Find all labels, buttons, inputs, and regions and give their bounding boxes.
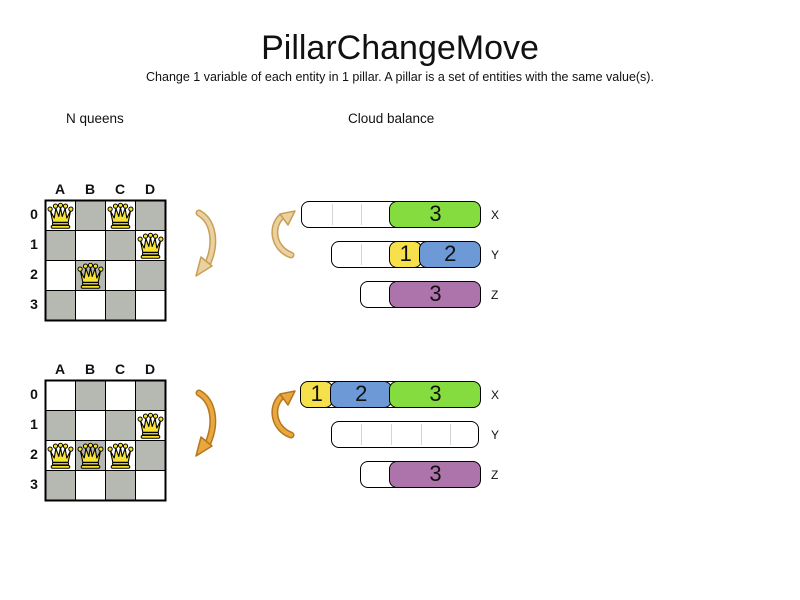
- computer-bar: [330, 421, 479, 448]
- queen-icon: [107, 202, 134, 229]
- row-label: 1: [30, 416, 38, 432]
- computer-label: X: [491, 208, 500, 222]
- slot-divider: [390, 424, 392, 445]
- queen-icon: [47, 442, 74, 469]
- slot-divider: [420, 424, 422, 445]
- computer-bar: 3: [360, 460, 482, 488]
- chessboard-grid: [44, 379, 167, 502]
- process-block: 3: [389, 280, 482, 308]
- process-block: 2: [330, 380, 393, 408]
- nqueens-board-after: A B C D 0 1 2 3: [24, 360, 249, 510]
- queen-icon: [137, 412, 164, 439]
- slot-divider: [450, 424, 452, 445]
- process-block: 3: [389, 460, 482, 488]
- section-label-cloud: Cloud balance: [348, 111, 435, 126]
- process-block: 3: [389, 380, 482, 408]
- computer-bar: 3: [360, 280, 482, 308]
- process-block: 1: [300, 380, 334, 408]
- column-label: B: [84, 361, 96, 377]
- slot-divider: [331, 204, 333, 225]
- process-block: 1: [389, 240, 423, 268]
- row-label: 3: [30, 476, 38, 492]
- row-label: 2: [30, 446, 38, 462]
- move-arrow-icon: [271, 390, 296, 439]
- column-label: C: [114, 361, 126, 377]
- move-arrow-icon: [195, 209, 217, 277]
- chessboard-grid: [44, 199, 167, 322]
- slot-divider: [361, 424, 363, 445]
- column-label: D: [144, 181, 156, 197]
- computer-label: Z: [491, 468, 499, 482]
- computer-label: Y: [491, 248, 500, 262]
- row-label: 2: [30, 266, 38, 282]
- computer-label: Z: [491, 288, 499, 302]
- queen-icon: [77, 262, 104, 289]
- queen-icon: [137, 232, 164, 259]
- computer-bar: 3: [300, 200, 482, 228]
- slot-divider: [361, 244, 363, 265]
- queen-icon: [107, 442, 134, 469]
- nqueens-board-before: A B C D 0 1 2 3: [24, 180, 249, 330]
- process-block: 2: [419, 240, 482, 268]
- section-label-nqueens: N queens: [66, 111, 124, 126]
- column-label: C: [114, 181, 126, 197]
- row-label: 0: [30, 206, 38, 222]
- row-label: 0: [30, 386, 38, 402]
- page-title: PillarChangeMove: [261, 29, 539, 67]
- computer-label: X: [491, 388, 500, 402]
- row-label: 1: [30, 236, 38, 252]
- page-subtitle: Change 1 variable of each entity in 1 pi…: [146, 70, 654, 84]
- slot-divider: [361, 204, 363, 225]
- row-label: 3: [30, 296, 38, 312]
- column-label: D: [144, 361, 156, 377]
- queen-icon: [47, 202, 74, 229]
- queen-icon: [77, 442, 104, 469]
- column-label: A: [54, 181, 66, 197]
- process-block: 3: [389, 200, 482, 228]
- move-arrow-icon: [195, 389, 217, 457]
- column-label: A: [54, 361, 66, 377]
- computer-label: Y: [491, 428, 500, 442]
- move-arrow-icon: [271, 210, 296, 259]
- column-label: B: [84, 181, 96, 197]
